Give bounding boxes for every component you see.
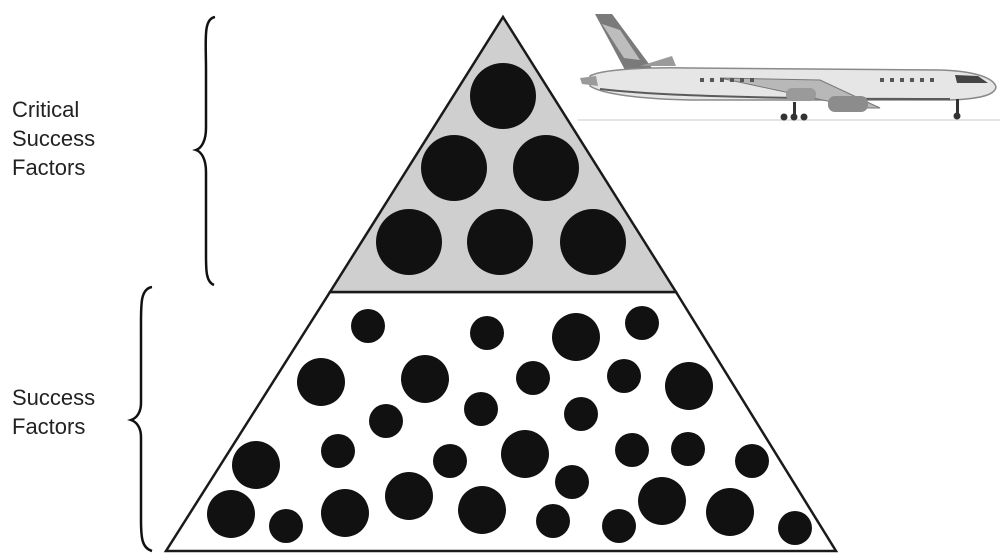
success-factor-circle-13 [232, 441, 280, 489]
success-factor-circle-21 [207, 490, 255, 538]
critical-label-line-3: Factors [12, 153, 95, 182]
success-factor-circle-4 [625, 306, 659, 340]
critical-success-factors-label: Critical Success Factors [12, 95, 95, 182]
success-factor-circle-29 [706, 488, 754, 536]
success-factor-circle-22 [269, 509, 303, 543]
success-factor-circle-14 [321, 434, 355, 468]
success-factor-circle-28 [638, 477, 686, 525]
success-factor-circle-24 [385, 472, 433, 520]
success-factor-circle-15 [433, 444, 467, 478]
success-factor-circle-26 [536, 504, 570, 538]
success-factor-circle-16 [501, 430, 549, 478]
success-factor-circle-27 [602, 509, 636, 543]
critical-factor-circle-1 [470, 63, 536, 129]
critical-factor-circle-6 [560, 209, 626, 275]
success-label-line-2: Factors [12, 412, 95, 441]
success-factor-circle-25 [458, 486, 506, 534]
success-factor-circle-6 [401, 355, 449, 403]
critical-label-line-1: Critical [12, 95, 95, 124]
critical-label-line-2: Success [12, 124, 95, 153]
success-label-line-1: Success [12, 383, 95, 412]
critical-factor-circle-5 [467, 209, 533, 275]
success-factor-circle-18 [671, 432, 705, 466]
success-factor-circle-10 [369, 404, 403, 438]
success-factor-circle-11 [464, 392, 498, 426]
success-factor-circle-30 [778, 511, 812, 545]
airplane-icon [578, 14, 1000, 121]
success-factor-circle-1 [351, 309, 385, 343]
success-factor-circle-23 [321, 489, 369, 537]
success-factor-circle-7 [516, 361, 550, 395]
success-factor-circle-2 [470, 316, 504, 350]
critical-factor-circle-3 [513, 135, 579, 201]
critical-factor-circle-4 [376, 209, 442, 275]
critical-factors-brace [196, 17, 215, 285]
success-factor-circle-9 [665, 362, 713, 410]
success-factors-brace [131, 287, 152, 551]
success-factor-circle-20 [555, 465, 589, 499]
success-factors-label: Success Factors [12, 383, 95, 441]
success-factor-circle-3 [552, 313, 600, 361]
success-factor-circle-5 [297, 358, 345, 406]
success-factor-circle-12 [564, 397, 598, 431]
critical-factor-circle-2 [421, 135, 487, 201]
success-factor-circle-19 [735, 444, 769, 478]
success-factor-circle-8 [607, 359, 641, 393]
success-factor-circle-17 [615, 433, 649, 467]
